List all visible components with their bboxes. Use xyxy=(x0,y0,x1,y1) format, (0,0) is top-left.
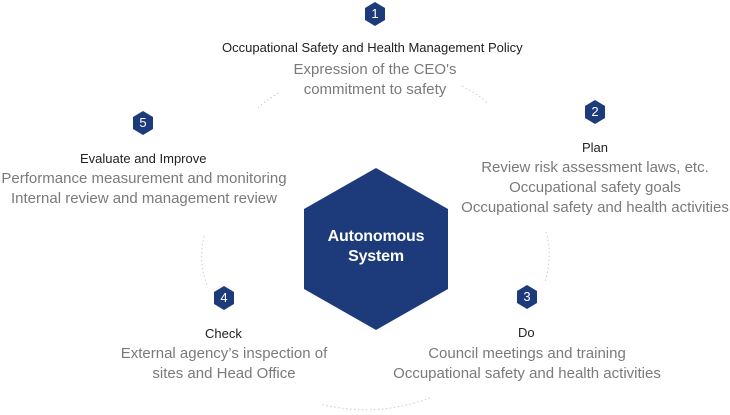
step-1-number: 1 xyxy=(371,6,379,21)
step-4-description: External agency’s inspection of sites an… xyxy=(120,345,328,382)
step-1-description: Expression of the CEO's commitment to sa… xyxy=(293,61,457,98)
step-1-badge: 1 xyxy=(364,2,386,26)
step-3-number: 3 xyxy=(523,289,531,304)
step-2-number: 2 xyxy=(591,104,599,119)
step-1-title: Occupational Safety and Health Managemen… xyxy=(222,40,523,55)
step-4-badge: 4 xyxy=(213,286,235,310)
ring-arc-2-3 xyxy=(544,231,550,283)
ring-arc-4-5 xyxy=(201,235,208,286)
step-3-badge: 3 xyxy=(516,285,538,309)
step-4-number: 4 xyxy=(220,290,228,305)
step-5-title: Evaluate and Improve xyxy=(80,151,207,166)
step-3-title: Do xyxy=(518,325,535,340)
step-2-badge: 2 xyxy=(584,100,606,124)
step-2-title: Plan xyxy=(582,140,609,155)
step-5-number: 5 xyxy=(139,115,147,130)
ring-arc-3-4 xyxy=(319,397,431,411)
center-label-line-1: Autonomous xyxy=(327,228,425,245)
step-5-badge: 5 xyxy=(132,111,154,135)
center-label-line-2: System xyxy=(348,248,404,265)
step-4-title: Check xyxy=(205,326,242,341)
step-5-description: Performance measurement and monitoring I… xyxy=(1,170,287,207)
center-label: Autonomous System xyxy=(300,227,452,267)
step-2-description: Review risk assessment laws, etc. Occupa… xyxy=(461,159,729,216)
step-3-description: Council meetings and training Occupation… xyxy=(393,345,661,382)
